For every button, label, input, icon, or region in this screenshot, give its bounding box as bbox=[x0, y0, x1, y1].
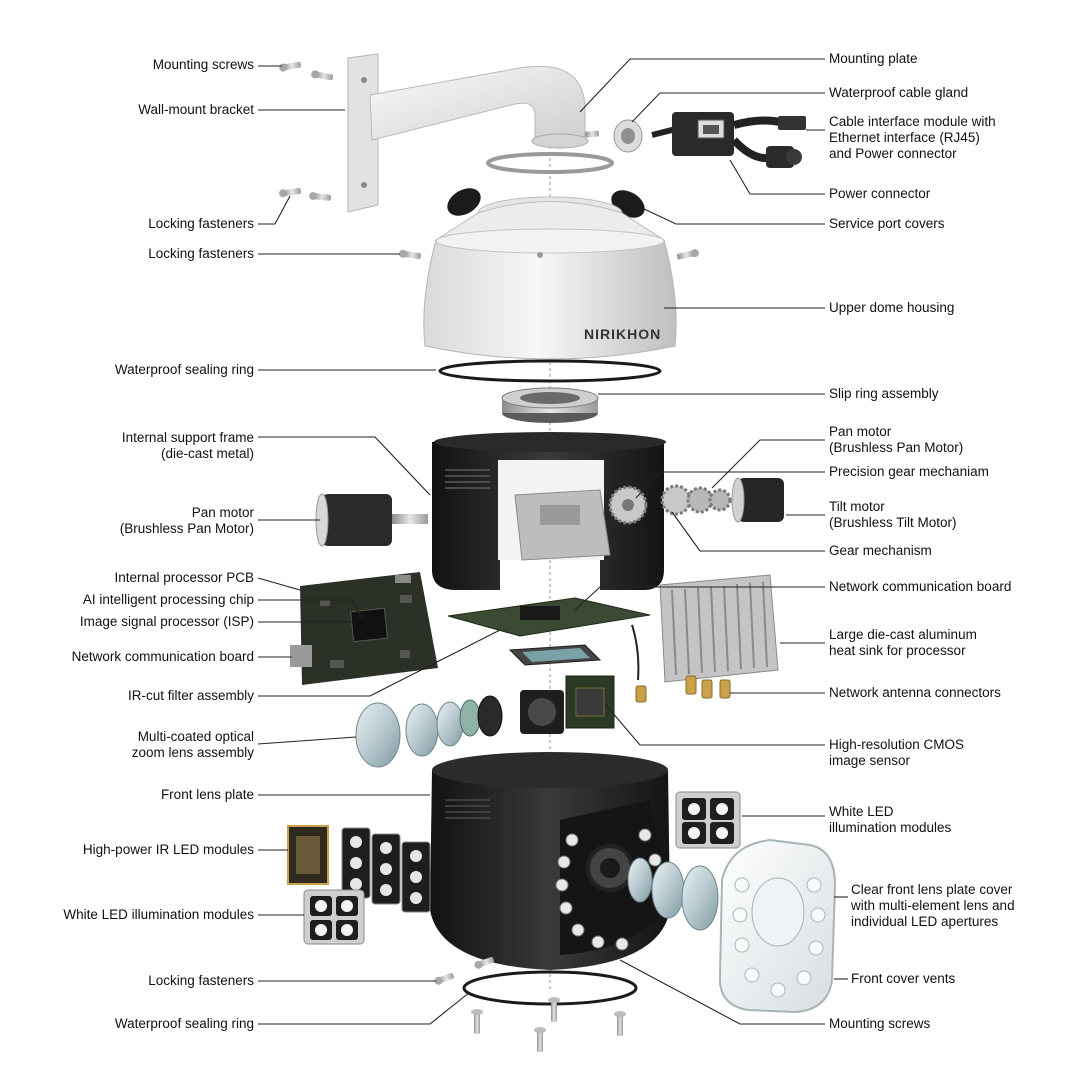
label-slip-ring: Slip ring assembly bbox=[829, 386, 939, 401]
label-mounting-screws-bottom: Mounting screws bbox=[829, 1016, 931, 1031]
label-mounting-plate: Mounting plate bbox=[829, 51, 918, 66]
sealing-ring-top bbox=[438, 359, 662, 383]
clear-front-cover bbox=[718, 838, 837, 1014]
label-locking-fasteners-bottom: Locking fasteners bbox=[148, 973, 254, 988]
label-isp: Image signal processor (ISP) bbox=[79, 614, 254, 629]
label-waterproof-sealing-ring-bottom: Waterproof sealing ring bbox=[114, 1016, 254, 1031]
label-ir-led-modules: High-power IR LED modules bbox=[82, 842, 254, 857]
label-cmos-sensor: High-resolution CMOS image sensor bbox=[829, 737, 965, 768]
label-internal-processor-pcb: Internal processor PCB bbox=[114, 570, 254, 585]
label-internal-support-frame: Internal support frame (die-cast metal) bbox=[121, 430, 254, 461]
precision-gear bbox=[608, 485, 648, 525]
label-locking-fasteners-2: Locking fasteners bbox=[148, 246, 254, 261]
ir-led-modules bbox=[287, 825, 431, 913]
cable-interface-module bbox=[651, 112, 806, 168]
ir-cut-filter bbox=[508, 644, 602, 666]
zoom-lens-assembly bbox=[355, 695, 503, 768]
upper-dome-housing: NIRIKHON bbox=[423, 196, 677, 360]
sealing-ring-bottom bbox=[462, 970, 638, 1006]
label-wall-mount-bracket: Wall-mount bracket bbox=[138, 102, 254, 117]
label-gear-mechanism: Gear mechanism bbox=[829, 543, 932, 558]
label-mounting-screws-top: Mounting screws bbox=[152, 57, 254, 72]
pan-motor-left bbox=[315, 493, 428, 547]
label-network-board-left: Network communication board bbox=[71, 649, 254, 664]
heat-sink bbox=[659, 574, 779, 683]
label-ai-chip: AI intelligent processing chip bbox=[82, 592, 254, 607]
label-service-port-covers: Service port covers bbox=[829, 216, 945, 231]
label-tilt-motor: Tilt motor (Brushless Tilt Motor) bbox=[829, 499, 957, 530]
housing-logo: NIRIKHON bbox=[584, 326, 661, 342]
gear-mechanism bbox=[660, 484, 732, 516]
processor-pcb bbox=[290, 572, 438, 685]
mounting-plate-ring bbox=[486, 152, 614, 174]
label-precision-gear: Precision gear mechaniam bbox=[829, 464, 989, 479]
front-lens-elements bbox=[627, 857, 719, 931]
wall-mount-bracket bbox=[347, 53, 589, 213]
label-waterproof-sealing-ring-top: Waterproof sealing ring bbox=[114, 362, 254, 377]
label-white-led-right: White LED illumination modules bbox=[829, 804, 952, 835]
network-board-center bbox=[447, 597, 651, 681]
label-heat-sink: Large die-cast aluminum heat sink for pr… bbox=[829, 627, 977, 658]
label-zoom-lens: Multi-coated optical zoom lens assembly bbox=[131, 729, 254, 760]
label-ir-cut-filter: IR-cut filter assembly bbox=[127, 688, 254, 703]
lower-camera-body bbox=[430, 752, 672, 970]
label-front-lens-plate: Front lens plate bbox=[160, 787, 254, 802]
bottom-mounting-screws bbox=[471, 997, 626, 1052]
tilt-motor bbox=[731, 477, 784, 523]
label-pan-motor-left: Pan motor (Brushless Pan Motor) bbox=[119, 505, 254, 536]
label-front-cover-vents: Front cover vents bbox=[851, 971, 956, 986]
label-power-connector: Power connector bbox=[829, 186, 931, 201]
gimbal-bracket bbox=[514, 489, 611, 561]
label-antenna-connectors: Network antenna connectors bbox=[829, 685, 1001, 700]
antenna-connectors bbox=[635, 675, 731, 703]
cable-gland bbox=[613, 119, 643, 153]
label-white-led-left: White LED illumination modules bbox=[63, 907, 254, 922]
label-cable-gland: Waterproof cable gland bbox=[829, 85, 969, 100]
label-pan-motor-right: Pan motor (Brushless Pan Motor) bbox=[829, 424, 964, 455]
white-led-modules-right bbox=[675, 791, 741, 849]
white-led-modules-left bbox=[303, 889, 365, 945]
label-clear-front-cover: Clear front lens plate cover with multi-… bbox=[851, 882, 1015, 929]
label-locking-fasteners-1: Locking fasteners bbox=[148, 216, 254, 231]
service-port-cover-left bbox=[447, 188, 481, 216]
label-upper-dome-housing: Upper dome housing bbox=[829, 300, 955, 315]
label-network-board-right: Network communication board bbox=[829, 579, 1012, 594]
locking-fasteners-bottom bbox=[434, 957, 494, 985]
leader-lines bbox=[257, 58, 848, 1025]
cmos-sensor bbox=[520, 675, 615, 734]
slip-ring-assembly bbox=[501, 387, 599, 423]
label-cable-interface: Cable interface module with Ethernet int… bbox=[829, 114, 996, 161]
